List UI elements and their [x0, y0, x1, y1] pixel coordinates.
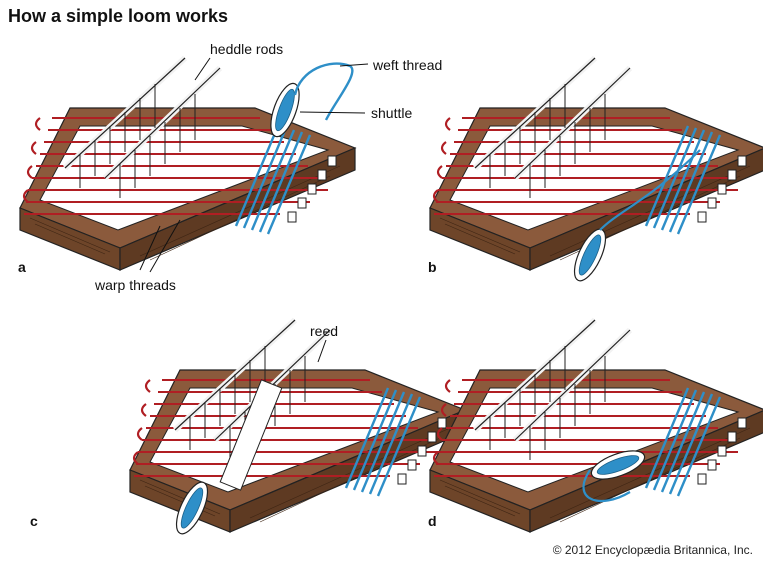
label-weft-thread: weft thread [372, 57, 442, 73]
leader-heddle-rods [194, 57, 211, 81]
panel-b-weft-thread [599, 149, 701, 231]
panel-letter-a: a [18, 259, 26, 275]
leader-weft-thread [339, 63, 369, 67]
label-warp-threads: warp threads [94, 277, 176, 293]
leader-warp-threads-1 [139, 225, 161, 271]
label-shuttle: shuttle [371, 105, 412, 121]
label-heddle-rods: heddle rods [210, 41, 283, 57]
panel-a-loom [20, 58, 355, 270]
panel-letter-d: d [428, 513, 437, 529]
copyright-notice: © 2012 Encyclopædia Britannica, Inc. [552, 543, 753, 557]
panel-a-weft-thread [293, 62, 354, 121]
panel-letter-b: b [428, 259, 437, 275]
panel-letter-c: c [30, 513, 38, 529]
label-reed: reed [310, 323, 338, 339]
leader-warp-threads-2 [149, 219, 181, 273]
panel-c-reed [219, 379, 283, 491]
page-title: How a simple loom works [8, 6, 229, 26]
leader-reed [317, 339, 327, 363]
panel-c-loom [130, 320, 465, 532]
panel-d-weft-thread [582, 469, 631, 503]
leader-shuttle [299, 111, 366, 114]
